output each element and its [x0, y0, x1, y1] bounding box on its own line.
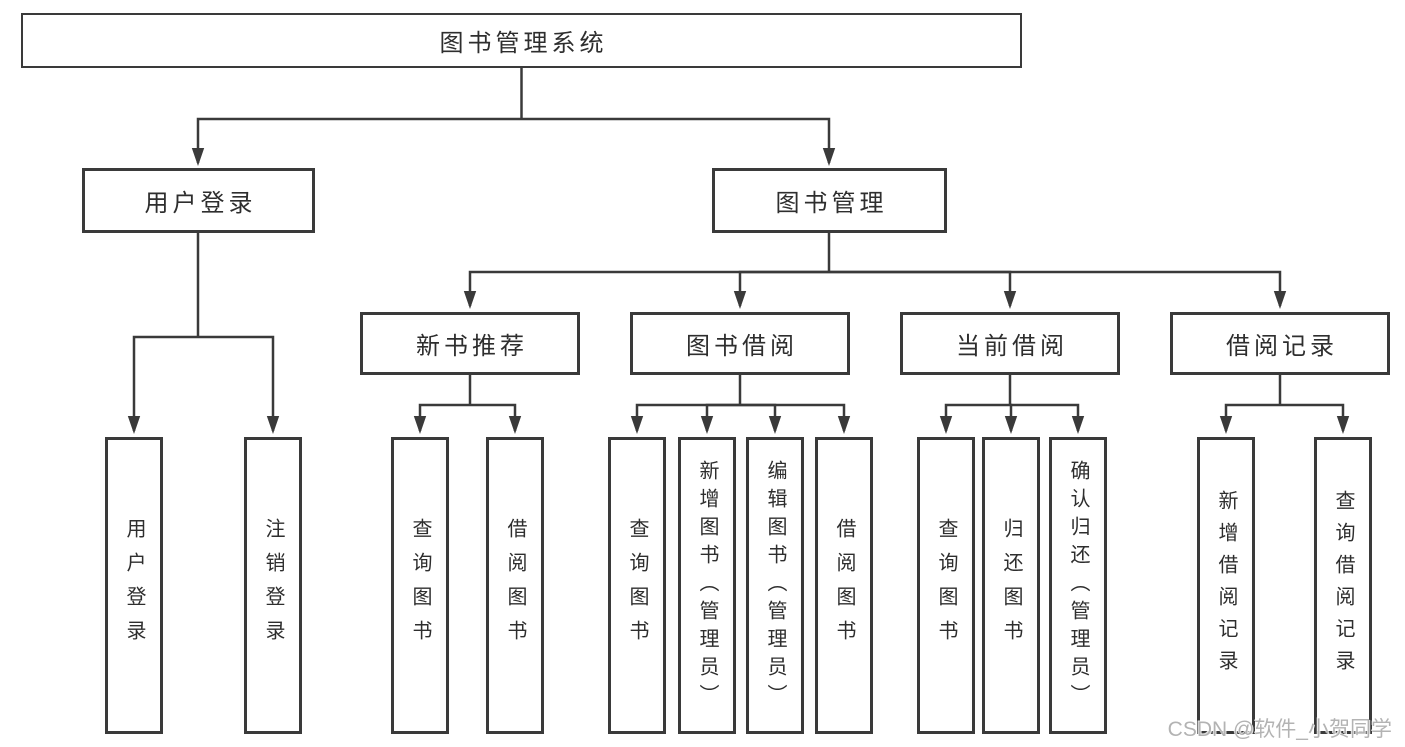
leaf-user-login-label: 用户登录	[123, 517, 145, 654]
leaf-borrow-books-1-label: 借阅图书	[504, 517, 526, 654]
leaf-return-books-label: 归还图书	[1000, 517, 1022, 654]
node-current-borrow: 当前借阅	[900, 312, 1120, 375]
leaf-return-books: 归还图书	[982, 437, 1040, 734]
node-book-borrow: 图书借阅	[630, 312, 850, 375]
leaf-query-books-1-label: 查询图书	[409, 517, 431, 654]
leaf-user-login: 用户登录	[105, 437, 163, 734]
node-current-borrow-label: 当前借阅	[956, 333, 1068, 360]
leaf-edit-books-admin-label: 编辑图书（管理员）	[764, 459, 786, 712]
leaf-query-borrow-record-label: 查询借阅记录	[1332, 489, 1354, 682]
node-book-management-label: 图书管理	[775, 190, 888, 217]
leaf-add-books-admin-label: 新增图书（管理员）	[696, 459, 718, 712]
leaf-add-borrow-record: 新增借阅记录	[1197, 437, 1255, 734]
leaf-add-borrow-record-label: 新增借阅记录	[1215, 489, 1237, 682]
leaf-query-borrow-record: 查询借阅记录	[1314, 437, 1372, 734]
leaf-borrow-books-2-label: 借阅图书	[833, 517, 855, 654]
leaf-query-books-3-label: 查询图书	[935, 517, 957, 654]
node-new-book-recommend: 新书推荐	[360, 312, 580, 375]
leaf-query-books-3: 查询图书	[917, 437, 975, 734]
leaf-query-books-2-label: 查询图书	[626, 517, 648, 654]
node-book-management: 图书管理	[712, 168, 947, 233]
leaf-borrow-books-2: 借阅图书	[815, 437, 873, 734]
node-user-login: 用户登录	[82, 168, 315, 233]
node-user-login-label: 用户登录	[144, 190, 257, 217]
node-root-label: 图书管理系统	[439, 30, 608, 57]
node-borrow-records-label: 借阅记录	[1226, 333, 1338, 360]
leaf-add-books-admin: 新增图书（管理员）	[678, 437, 736, 734]
node-book-borrow-label: 图书借阅	[686, 333, 798, 360]
leaf-borrow-books-1: 借阅图书	[486, 437, 544, 734]
leaf-query-books-2: 查询图书	[608, 437, 666, 734]
node-new-book-recommend-label: 新书推荐	[416, 333, 528, 360]
leaf-confirm-return-admin: 确认归还（管理员）	[1049, 437, 1107, 734]
leaf-query-books-1: 查询图书	[391, 437, 449, 734]
leaf-confirm-return-admin-label: 确认归还（管理员）	[1067, 459, 1089, 712]
leaf-logout: 注销登录	[244, 437, 302, 734]
node-borrow-records: 借阅记录	[1170, 312, 1390, 375]
csdn-watermark: CSDN @软件_小贺同学	[1167, 718, 1392, 741]
node-root: 图书管理系统	[21, 13, 1022, 68]
leaf-edit-books-admin: 编辑图书（管理员）	[746, 437, 804, 734]
leaf-logout-label: 注销登录	[262, 517, 284, 654]
